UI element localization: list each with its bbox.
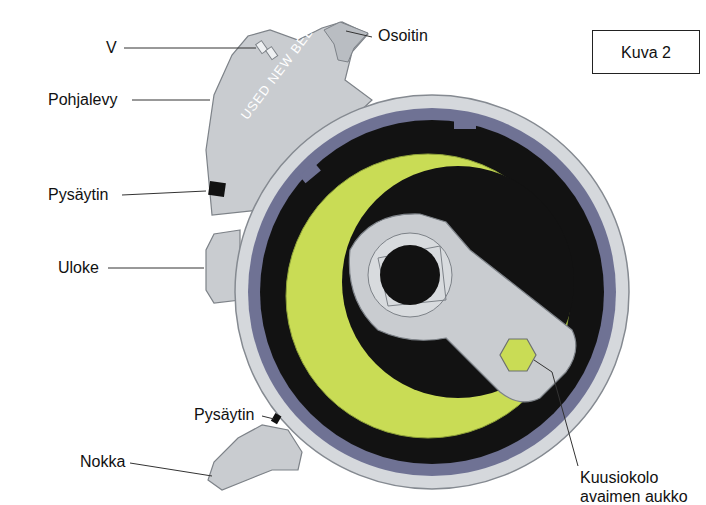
hub (368, 233, 452, 317)
figure-number: Kuva 2 (621, 43, 671, 62)
leader-lines (108, 31, 578, 476)
ring-tab (454, 119, 476, 129)
stopper-label: Pysäytin (48, 185, 108, 204)
notch-label: V (106, 38, 117, 57)
black-ring (260, 120, 604, 464)
blue-ring (248, 108, 616, 476)
hub-cam (378, 246, 446, 306)
ring-tab (299, 163, 321, 184)
nose-label: Nokka (80, 452, 125, 471)
hex-socket (500, 339, 536, 371)
stopper-label: Pysäytin (194, 405, 254, 424)
pointer (324, 22, 368, 62)
hex-socket-label: Kuusiokolo avaimen aukko (580, 468, 704, 505)
figure-number-box: Kuva 2 (592, 30, 700, 74)
stopper (208, 181, 226, 197)
center-hole (380, 245, 440, 305)
outer-rim (235, 95, 629, 489)
tab-label: Uloke (58, 258, 99, 277)
pointer-label: Osoitin (378, 26, 428, 45)
lever-arm (349, 214, 576, 402)
nose (208, 425, 302, 490)
base-plate-label: Pohjalevy (48, 90, 117, 109)
